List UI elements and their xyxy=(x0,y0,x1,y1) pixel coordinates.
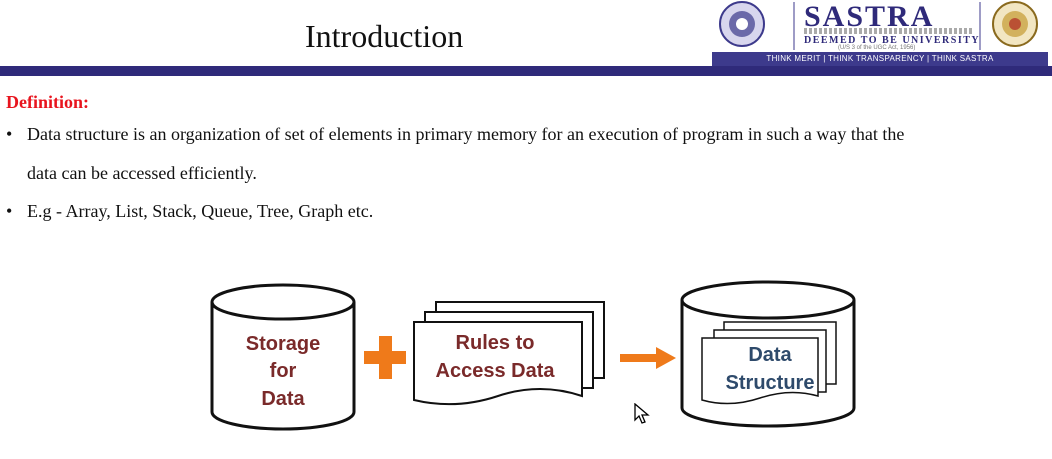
sastra-logo-fineprint xyxy=(804,28,974,34)
sastra-logo-deemed: DEEMED TO BE UNIVERSITY xyxy=(804,35,981,46)
storage-cylinder: Storage for Data xyxy=(210,283,356,431)
logo-graphics xyxy=(719,1,1038,50)
result-label-1: Data xyxy=(748,344,792,366)
result-label-2: Structure xyxy=(726,372,815,394)
definition-label: Definition: xyxy=(6,92,89,112)
data-structure-cylinder: Data Structure xyxy=(680,280,856,428)
definition-bullet-1-line-1: Data structure is an organization of set… xyxy=(27,124,905,144)
storage-label-1: Storage xyxy=(246,333,320,355)
storage-label-3: Data xyxy=(261,388,305,410)
storage-label-2: for xyxy=(270,360,297,382)
header-rule xyxy=(0,66,1052,76)
sastra-logo-act: (U/S 3 of the UGC Act, 1956) xyxy=(838,45,916,51)
rules-label-1: Rules to xyxy=(456,332,535,354)
definition-bullet-1-line-2: data can be accessed efficiently. xyxy=(27,163,257,183)
rules-documents: Rules to Access Data xyxy=(413,301,605,406)
slide-header: Introduction SASTRA DEEMED TO BE UNIVERS… xyxy=(0,0,1052,80)
sastra-logo-name: SASTRA xyxy=(804,0,935,33)
bullet-icon: • xyxy=(6,124,13,144)
definition-bullet-2: E.g - Array, List, Stack, Queue, Tree, G… xyxy=(27,201,374,221)
plus-icon xyxy=(364,336,406,379)
rules-label-2: Access Data xyxy=(436,360,556,382)
sastra-tagline: THINK MERIT | THINK TRANSPARENCY | THINK… xyxy=(712,52,1048,66)
arrow-right-icon xyxy=(620,347,676,369)
slide-title: Introduction xyxy=(305,18,464,54)
mouse-cursor-icon xyxy=(634,403,650,424)
bullet-icon: • xyxy=(6,201,13,221)
